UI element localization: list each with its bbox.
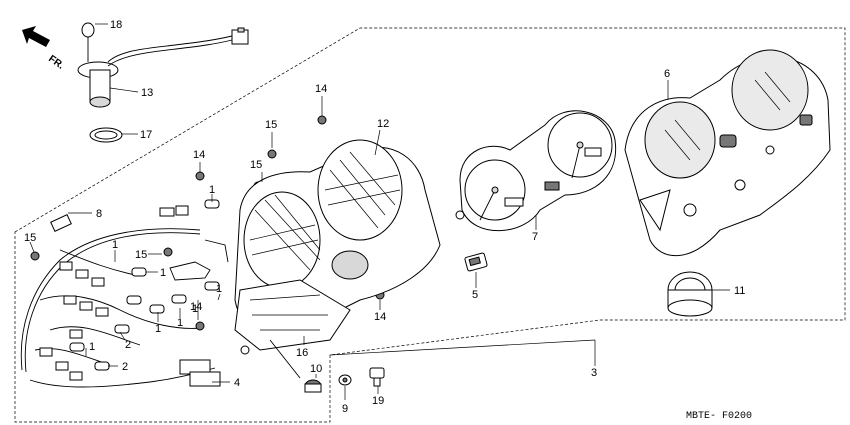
- indicator-block: [464, 252, 488, 272]
- callout-1: 1: [89, 341, 95, 353]
- callout-8: 8: [96, 208, 102, 220]
- callout-1: 1: [177, 317, 183, 329]
- callout-18: 18: [110, 19, 122, 31]
- direction-label: FR.: [46, 53, 66, 71]
- callout-7: 7: [532, 231, 538, 243]
- meter-case: [234, 139, 465, 355]
- fuel-gauge: [667, 271, 713, 317]
- callout-1: 1: [155, 323, 161, 335]
- callout-12: 12: [377, 118, 389, 130]
- callout-15: 15: [250, 159, 262, 171]
- callout-6: 6: [664, 68, 670, 80]
- meter-cover: [624, 49, 831, 257]
- callout-14: 14: [315, 83, 327, 95]
- callout-11: 11: [734, 285, 745, 297]
- callout-1: 1: [112, 239, 118, 251]
- callout-labels: 18 13 17 8 15 14 1 15 15 14 12 1 15 1 1 …: [24, 19, 745, 415]
- callout-15: 15: [265, 119, 277, 131]
- callout-1: 1: [192, 303, 198, 315]
- callout-13: 13: [141, 87, 153, 99]
- callout-16: 16: [296, 347, 308, 359]
- callout-3: 3: [591, 367, 597, 379]
- callout-1: 1: [209, 184, 215, 196]
- diagram-code: MBTE- F0200: [686, 411, 752, 422]
- wire-harness: [20, 205, 229, 388]
- callout-9: 9: [342, 403, 348, 415]
- callout-5: 5: [472, 289, 478, 301]
- callout-15: 15: [135, 249, 147, 261]
- callout-4: 4: [234, 377, 240, 389]
- callout-2: 2: [125, 339, 131, 351]
- callout-14: 14: [193, 149, 205, 161]
- front-direction-arrow-icon: [22, 26, 50, 47]
- callout-14: 14: [190, 301, 202, 313]
- speed-sensor: [77, 22, 249, 143]
- leader-lines: [29, 23, 730, 400]
- callout-17: 17: [140, 129, 152, 141]
- callout-10: 10: [310, 363, 322, 375]
- bulb-sockets: [69, 199, 220, 371]
- callout-15: 15: [24, 232, 36, 244]
- callout-19: 19: [372, 395, 384, 407]
- callout-1: 1: [216, 283, 222, 295]
- callout-2: 2: [122, 361, 128, 373]
- callout-14: 14: [374, 311, 386, 323]
- mounting-hardware: [269, 339, 385, 393]
- meter-assembly: [459, 110, 617, 232]
- assembly-boundary: [14, 27, 846, 423]
- callout-1: 1: [160, 267, 166, 279]
